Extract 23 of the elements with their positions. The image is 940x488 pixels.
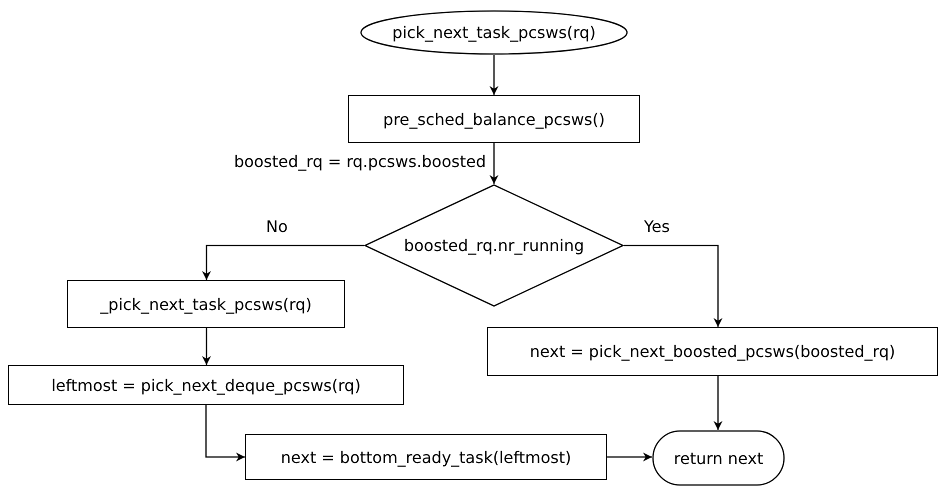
process-box xyxy=(245,434,607,480)
process-box xyxy=(67,280,345,328)
node-label: next = pick_next_boosted_pcsws(boosted_rq) xyxy=(530,342,896,361)
decision-diamond xyxy=(364,184,624,307)
node-label: return next xyxy=(674,448,764,468)
arrow xyxy=(202,244,364,280)
node-label: _pick_next_task_pcsws(rq) xyxy=(100,294,312,314)
node-label: pre_sched_balance_pcsws() xyxy=(383,110,605,128)
arrow xyxy=(624,244,722,327)
node-label: next = bottom_ready_task(leftmost) xyxy=(280,448,572,466)
process-box xyxy=(348,95,640,143)
arrow xyxy=(205,405,245,462)
node-label: boosted_rq.nr_running xyxy=(404,236,584,255)
process-box xyxy=(8,365,404,405)
arrow xyxy=(490,143,498,184)
arrow xyxy=(202,328,211,365)
start-ellipse xyxy=(360,10,628,55)
arrow xyxy=(714,376,722,430)
node-label: pick_next_task_pcsws(rq) xyxy=(392,23,596,42)
arrow xyxy=(490,55,498,95)
arrow xyxy=(607,452,652,462)
process-box xyxy=(487,327,938,376)
node-label: leftmost = pick_next_deque_pcsws(rq) xyxy=(51,376,361,394)
